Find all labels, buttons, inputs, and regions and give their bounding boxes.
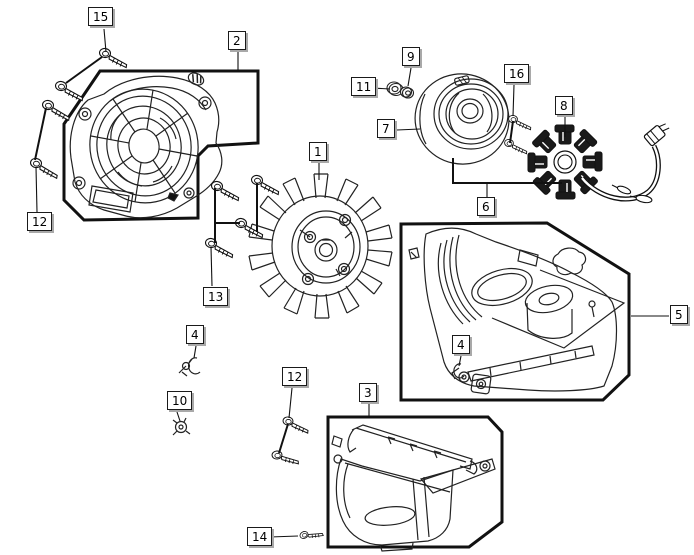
callout-16[interactable]: 16 <box>504 64 530 83</box>
callout-1[interactable]: 1 <box>309 142 327 161</box>
callout-13[interactable]: 13 <box>203 287 229 306</box>
rotor-keyway <box>454 75 470 86</box>
callout-6[interactable]: 6 <box>477 197 495 216</box>
upper-shroud-drawing <box>408 227 626 395</box>
callout-8[interactable]: 8 <box>555 96 573 115</box>
harness-bullet-terminals <box>611 184 653 204</box>
shroud-clip-4 <box>451 363 465 380</box>
clamp-10-drawing <box>172 417 191 436</box>
callout-12-left[interactable]: 12 <box>27 212 53 231</box>
screws <box>28 47 533 545</box>
fan-cover-frame <box>62 69 260 222</box>
lower-shroud-drawing <box>331 424 496 552</box>
wire-clamp-4-drawing <box>178 357 201 377</box>
callout-7[interactable]: 7 <box>377 119 395 138</box>
stator-wire-harness <box>580 123 670 204</box>
stator-drawing <box>527 123 670 204</box>
upper-shroud-frame <box>399 221 631 402</box>
part-group-frames <box>62 69 631 549</box>
callout-4-left[interactable]: 4 <box>186 325 204 344</box>
leader-lines <box>35 28 669 538</box>
callout-4-shroud[interactable]: 4 <box>452 335 470 354</box>
callout-5[interactable]: 5 <box>670 305 688 324</box>
rotor-drawing <box>414 73 510 165</box>
bracket-lines <box>34 56 562 454</box>
fan-cover-drawing <box>69 72 223 219</box>
callout-9[interactable]: 9 <box>402 47 420 66</box>
flywheel-fan-drawing <box>248 173 393 319</box>
cover-plug <box>187 72 205 86</box>
callout-14[interactable]: 14 <box>247 527 273 546</box>
callout-3[interactable]: 3 <box>359 383 377 402</box>
shroud-grommet <box>470 373 492 395</box>
callout-10[interactable]: 10 <box>167 391 193 410</box>
lower-shroud-frame <box>326 415 504 549</box>
shroud-top-clip <box>408 247 420 260</box>
callout-12-lower[interactable]: 12 <box>282 367 308 386</box>
callout-2[interactable]: 2 <box>228 31 246 50</box>
harness-connector <box>643 123 670 147</box>
washer-drawing <box>399 86 415 99</box>
shroud-hole-blob <box>552 247 587 276</box>
callout-11[interactable]: 11 <box>351 77 377 96</box>
nut-drawing <box>386 81 404 97</box>
callout-15[interactable]: 15 <box>88 7 114 26</box>
